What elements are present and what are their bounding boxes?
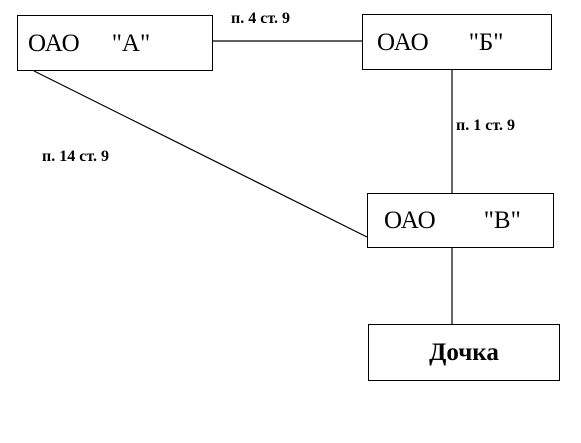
node-a-letter: "А" (111, 29, 151, 57)
node-oao-b: ОАО "Б" (362, 14, 552, 70)
node-c-letter: "В" (483, 207, 521, 234)
node-c-name: ОАО (384, 207, 436, 234)
node-subsidiary: Дочка (368, 324, 560, 381)
edge-a-c (33, 70, 368, 238)
node-oao-v: ОАО "В" (367, 193, 554, 248)
node-b-name: ОАО (377, 28, 429, 56)
node-d-label: Дочка (429, 339, 499, 366)
edge-label-a-b: п. 4 ст. 9 (231, 10, 290, 27)
edge-label-a-c: п. 14 ст. 9 (42, 148, 109, 165)
edge-label-b-c: п. 1 ст. 9 (456, 117, 515, 134)
node-a-name: ОАО (28, 29, 80, 57)
node-b-letter: "Б" (468, 28, 504, 56)
node-oao-a: ОАО "А" (17, 15, 213, 71)
